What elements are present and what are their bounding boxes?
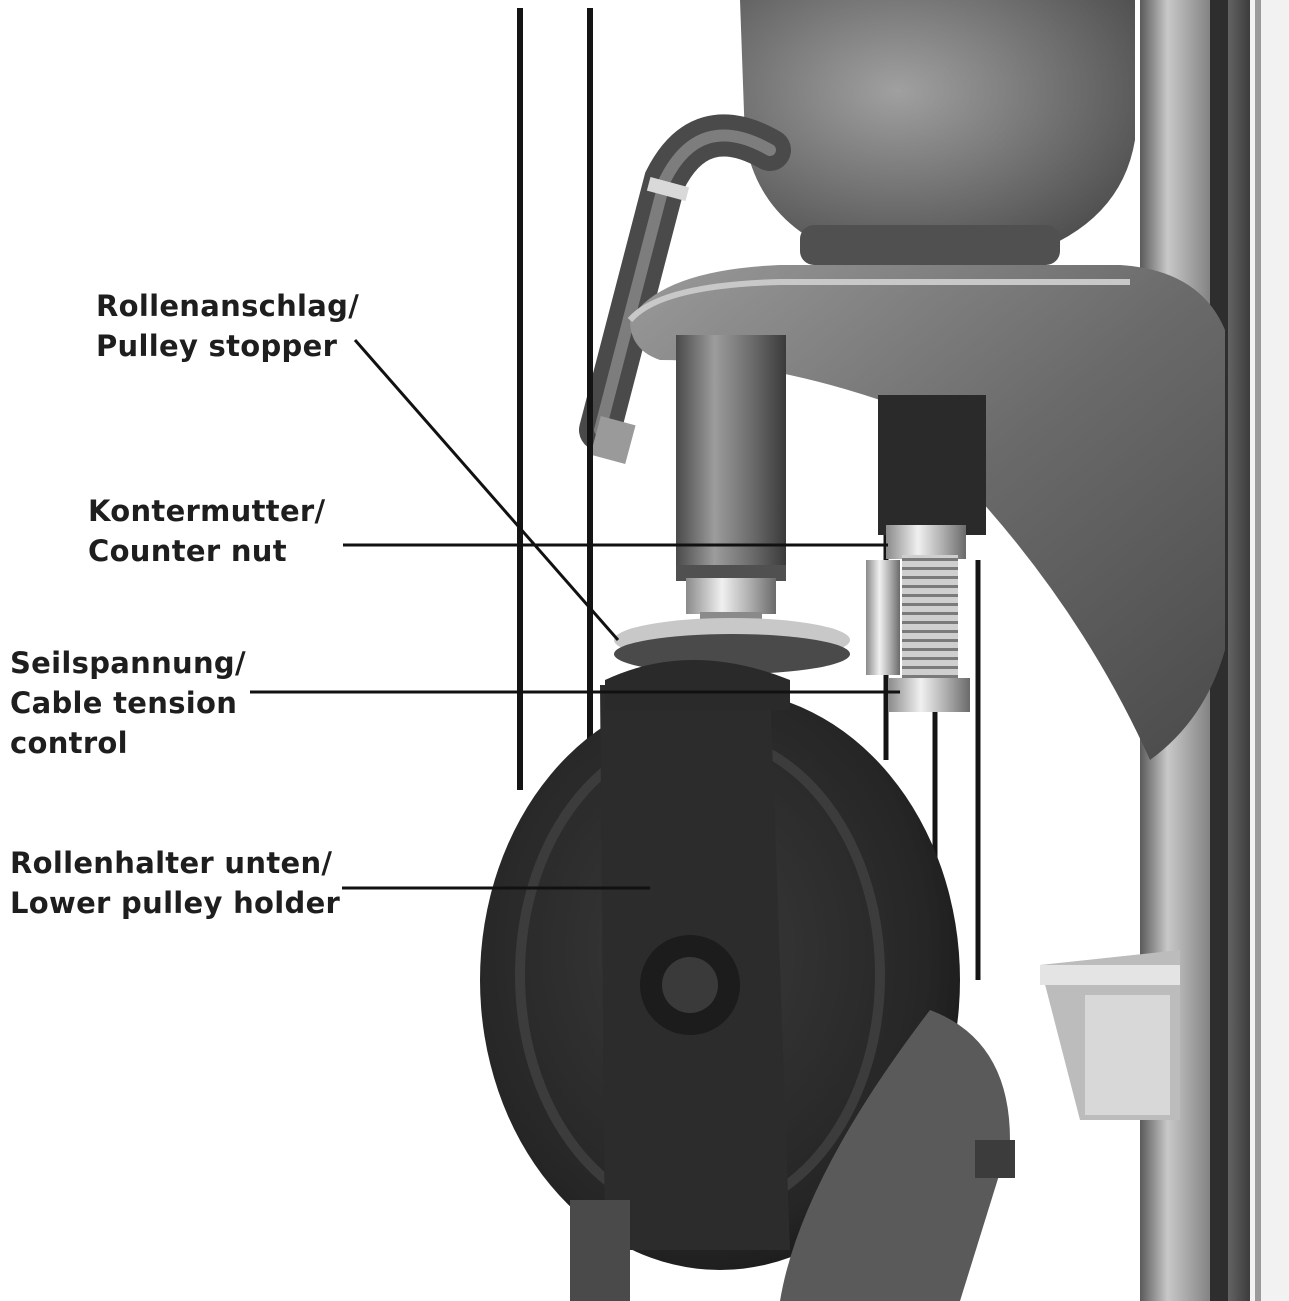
label-lower-holder-en: Lower pulley holder bbox=[10, 886, 341, 920]
label-pulley-stopper-en: Pulley stopper bbox=[96, 329, 338, 363]
label-lower-holder-de: Rollenhalter unten/ bbox=[10, 846, 333, 880]
lower-housing bbox=[570, 1010, 1015, 1301]
side-bracket bbox=[1040, 950, 1180, 1120]
pulley-wheel bbox=[480, 660, 960, 1270]
motor-head bbox=[740, 0, 1135, 265]
top-plate bbox=[627, 265, 1225, 760]
leader-pulley-stopper bbox=[353, 339, 620, 641]
label-cable-tension-de: Seilspannung/ bbox=[10, 646, 246, 680]
stopper-post bbox=[614, 335, 850, 674]
leader-lines bbox=[250, 339, 900, 890]
label-cable-tension-en2: control bbox=[10, 726, 128, 760]
label-pulley-stopper: Rollenanschlag/ Pulley stopper bbox=[96, 286, 359, 366]
hose bbox=[579, 114, 791, 464]
tension-bolt bbox=[866, 395, 986, 712]
label-pulley-stopper-de: Rollenanschlag/ bbox=[96, 289, 360, 323]
label-lower-pulley-holder: Rollenhalter unten/ Lower pulley holder bbox=[10, 843, 340, 923]
label-counter-nut-de: Kontermutter/ bbox=[88, 494, 326, 528]
label-cable-tension: Seilspannung/ Cable tension control bbox=[10, 643, 246, 763]
label-cable-tension-en: Cable tension bbox=[10, 686, 238, 720]
label-counter-nut: Kontermutter/ Counter nut bbox=[88, 491, 325, 571]
label-counter-nut-en: Counter nut bbox=[88, 534, 287, 568]
